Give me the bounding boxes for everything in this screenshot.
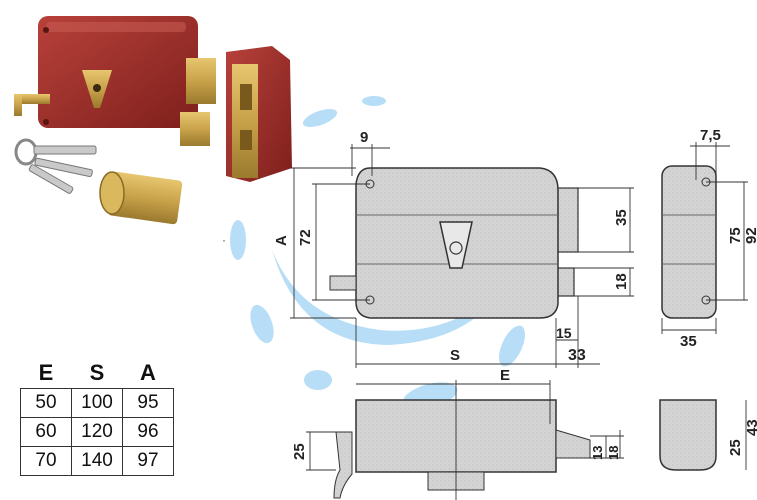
dim-75: 75 [727, 227, 744, 244]
cell-s: 100 [71, 388, 123, 418]
dim-a: A [273, 235, 290, 246]
header-s: S [89, 360, 105, 385]
dim-15: 15 [556, 325, 572, 341]
bottom-view-drawing: E 25 13 18 25 43 [291, 367, 757, 500]
product-photo: · [14, 16, 292, 247]
dim-92: 92 [743, 227, 757, 244]
dim-9: 9 [360, 129, 368, 146]
cell-a: 96 [122, 417, 174, 447]
size-table: E S A 50 100 95 60 120 96 70 140 97 [20, 360, 174, 476]
cell-e: 50 [20, 388, 72, 418]
dim-72: 72 [297, 229, 314, 246]
cell-a: 95 [122, 388, 174, 418]
cylinder [99, 171, 183, 225]
keyhole-outline [439, 221, 473, 269]
dim-18: 18 [613, 273, 630, 290]
bolt [186, 58, 216, 104]
dim-35: 35 [613, 209, 630, 226]
keys [14, 138, 97, 194]
dim-br-43: 43 [744, 419, 757, 436]
lock-body [38, 16, 198, 128]
size-table-header: E S A [21, 360, 174, 389]
cell-s: 120 [71, 417, 123, 447]
table-row: 50 100 95 [20, 388, 174, 418]
cell-e: 60 [20, 417, 72, 447]
header-e: E [38, 360, 54, 385]
dim-bottom-13: 13 [590, 446, 605, 460]
front-view-drawing: 9 A 72 35 18 15 33 S [273, 129, 634, 368]
dim-side-35: 35 [680, 333, 697, 350]
side-view-drawing: 7,5 75 92 35 [661, 127, 757, 350]
cell-a: 97 [122, 446, 174, 476]
dim-bottom-25: 25 [291, 443, 308, 460]
svg-text:·: · [222, 233, 226, 247]
dim-s: S [450, 347, 460, 364]
table-row: 70 140 97 [20, 446, 174, 476]
dim-bottom-18: 18 [606, 446, 621, 460]
dim-e: E [500, 367, 510, 384]
dim-33: 33 [568, 347, 586, 364]
header-a: A [140, 360, 156, 385]
dim-7-5: 7,5 [700, 127, 721, 144]
table-row: 60 120 96 [20, 417, 174, 447]
cell-s: 140 [71, 446, 123, 476]
cell-e: 70 [20, 446, 72, 476]
dim-br-25: 25 [727, 439, 744, 456]
